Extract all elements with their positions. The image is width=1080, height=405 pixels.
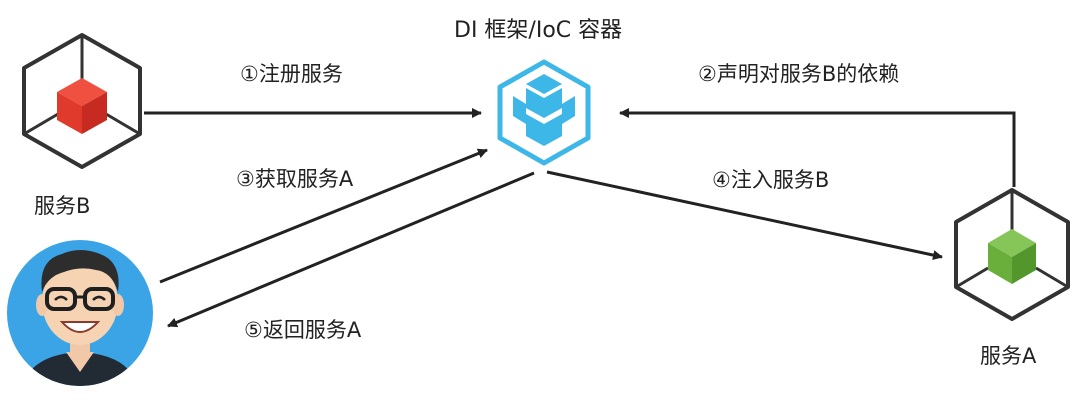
declare-step-label: ②声明对服务B的依赖 xyxy=(698,62,900,86)
inject-step-label: ④注入服务B xyxy=(712,168,830,192)
developer-avatar xyxy=(7,240,153,386)
service-b-cube-icon xyxy=(22,33,142,169)
diagram-title: DI 框架/IoC 容器 xyxy=(454,18,623,43)
get-step-label: ③获取服务A xyxy=(236,167,354,191)
register-step-label: ①注册服务 xyxy=(240,62,343,86)
service-a-label: 服务A xyxy=(980,344,1037,368)
return-arrow xyxy=(167,171,535,328)
declare-arrow xyxy=(619,108,1016,187)
inject-arrow xyxy=(546,170,943,260)
return-step-label: ⑤返回服务A xyxy=(244,318,362,342)
service-b-label: 服务B xyxy=(34,194,91,218)
di-container-icon xyxy=(497,59,591,166)
service-a-cube-icon xyxy=(954,188,1070,321)
get-arrow xyxy=(159,148,488,284)
